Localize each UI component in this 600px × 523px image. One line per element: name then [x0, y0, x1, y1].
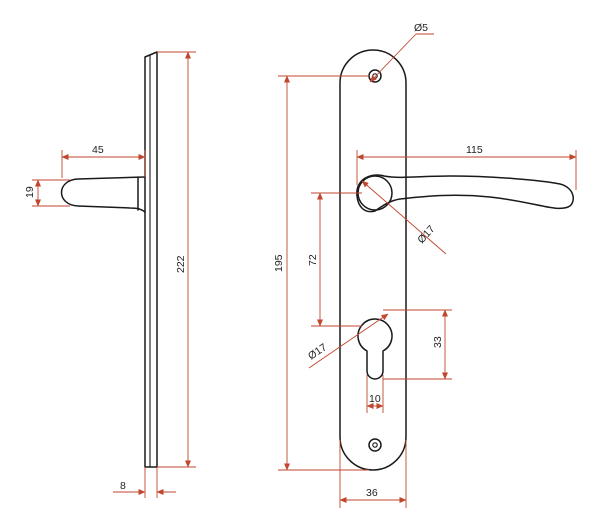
side-lever-profile [60, 176, 146, 213]
cylinder-keyhole-outline [357, 318, 393, 380]
dim-115-label: 115 [466, 144, 483, 156]
dim-36-label: 36 [366, 487, 378, 499]
dim-10-label: 10 [369, 393, 381, 405]
side-plate-outline [144, 51, 158, 468]
front-view: Ø5 115 Ø17 195 72 Ø17 33 10 [273, 22, 577, 508]
spindle-rosette [357, 175, 393, 211]
dim-spindle-leader [361, 180, 447, 255]
dim-cylinder-leader [308, 313, 389, 369]
dim-195-label: 195 [273, 254, 285, 272]
dim-222-label: 222 [175, 255, 187, 273]
dim-8-label: 8 [120, 480, 126, 492]
dim-cylinder-label: Ø17 [306, 341, 329, 362]
top-screw-hole-inner [372, 73, 378, 79]
front-lever-outline [356, 174, 574, 213]
side-view: 45 19 222 8 [24, 51, 196, 498]
dim-19-label: 19 [24, 186, 36, 198]
bottom-screw-hole-inner [372, 442, 378, 448]
bottom-screw-hole-outer [368, 438, 382, 452]
dim-d5-label: Ø5 [414, 22, 428, 34]
dim-d5-leader [369, 33, 417, 83]
dim-72-label: 72 [307, 254, 319, 266]
dim-45-label: 45 [92, 144, 104, 156]
dim-33-label: 33 [432, 336, 444, 348]
dim-spindle-label: Ø17 [415, 223, 437, 246]
front-plate-outline [339, 49, 407, 471]
